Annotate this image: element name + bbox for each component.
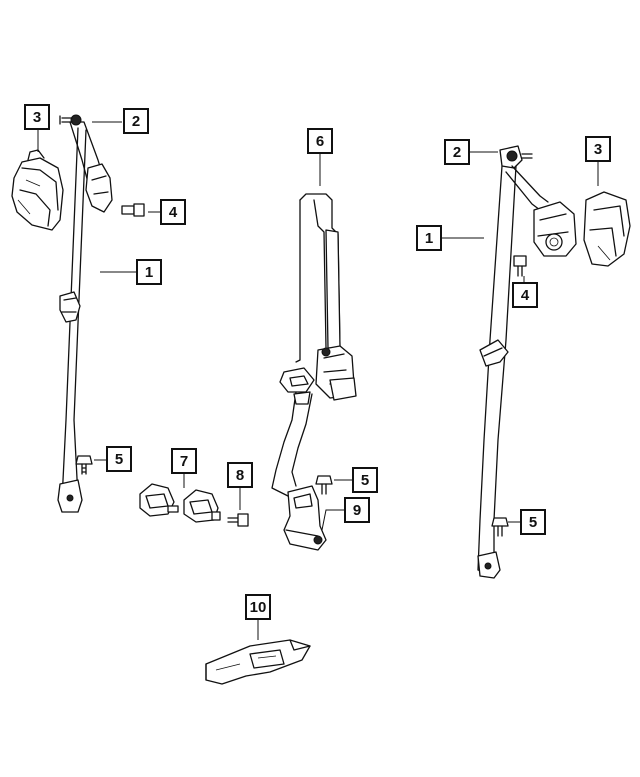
center-seat-belt-assembly — [139, 154, 357, 551]
right-trim-cover-part — [583, 191, 631, 267]
left-seat-belt-assembly — [11, 114, 160, 513]
callout-7: 7 — [171, 448, 197, 474]
callout-8: 8 — [227, 462, 253, 488]
center-bolt-5-part — [315, 475, 333, 495]
callout-5-right: 5 — [520, 509, 546, 535]
callout-5-left: 5 — [106, 446, 132, 472]
right-seat-belt-assembly — [442, 145, 631, 579]
callout-4-right: 4 — [512, 282, 538, 308]
left-bolt-4-part — [121, 203, 145, 217]
callout-5-center: 5 — [352, 467, 378, 493]
callout-3-left: 3 — [24, 104, 50, 130]
callout-2-left: 2 — [123, 108, 149, 134]
right-bolt-5-part — [491, 517, 509, 537]
callout-2-right: 2 — [444, 139, 470, 165]
left-trim-cover-part — [11, 149, 64, 231]
callout-4-left: 4 — [160, 199, 186, 225]
center-retractor-part — [315, 345, 357, 401]
left-bolt-5-part — [75, 455, 93, 475]
callout-10: 10 — [245, 594, 271, 620]
right-bolt-4-part — [513, 255, 527, 277]
center-lower-anchor-part — [283, 485, 327, 551]
buckle-bracket-part — [205, 620, 311, 685]
left-belt-part — [57, 114, 113, 513]
callout-1-right: 1 — [416, 225, 442, 251]
callout-1-left: 1 — [136, 259, 162, 285]
right-retractor-part — [533, 201, 577, 257]
bolt-8-part — [227, 513, 249, 527]
callout-9: 9 — [344, 497, 370, 523]
buckle-pair-part — [139, 483, 221, 523]
callout-3-right: 3 — [585, 136, 611, 162]
callout-6: 6 — [307, 128, 333, 154]
